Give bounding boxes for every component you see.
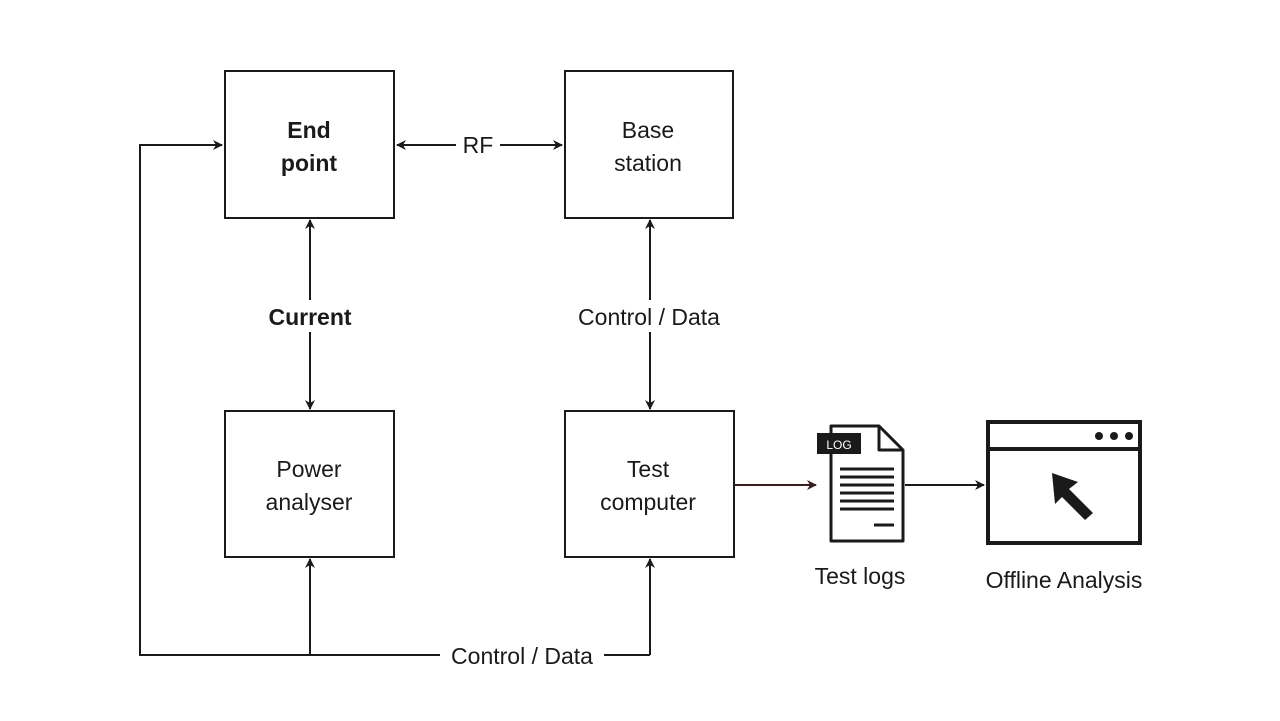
test-computer-label-line1: Test [627, 456, 670, 482]
base-station-label-line1: Base [622, 117, 674, 143]
control-data-label-bottom: Control / Data [451, 643, 593, 669]
node-base-station: Base station [564, 70, 734, 219]
node-end-point: End point [224, 70, 395, 219]
control-data-label-right: Control / Data [578, 304, 720, 330]
node-power-analyser: Power analyser [224, 410, 395, 558]
power-analyser-label-line2: analyser [266, 489, 353, 515]
node-test-computer: Test computer [564, 410, 735, 558]
test-computer-label-line2: computer [600, 489, 696, 515]
end-point-label-line2: point [281, 150, 338, 176]
log-document-icon: LOG [817, 424, 905, 543]
end-point-label-line1: End [287, 117, 330, 143]
bottom-bus-to-end-point [139, 140, 650, 656]
offline-analysis-label: Offline Analysis [986, 567, 1143, 593]
cursor-arrow-icon [1052, 473, 1093, 520]
log-badge-text: LOG [826, 438, 851, 452]
base-station-label-line2: station [614, 150, 682, 176]
test-logs-label: Test logs [815, 563, 906, 589]
current-label: Current [268, 304, 351, 330]
power-analyser-label-line1: Power [276, 456, 342, 482]
rf-label: RF [463, 132, 494, 158]
